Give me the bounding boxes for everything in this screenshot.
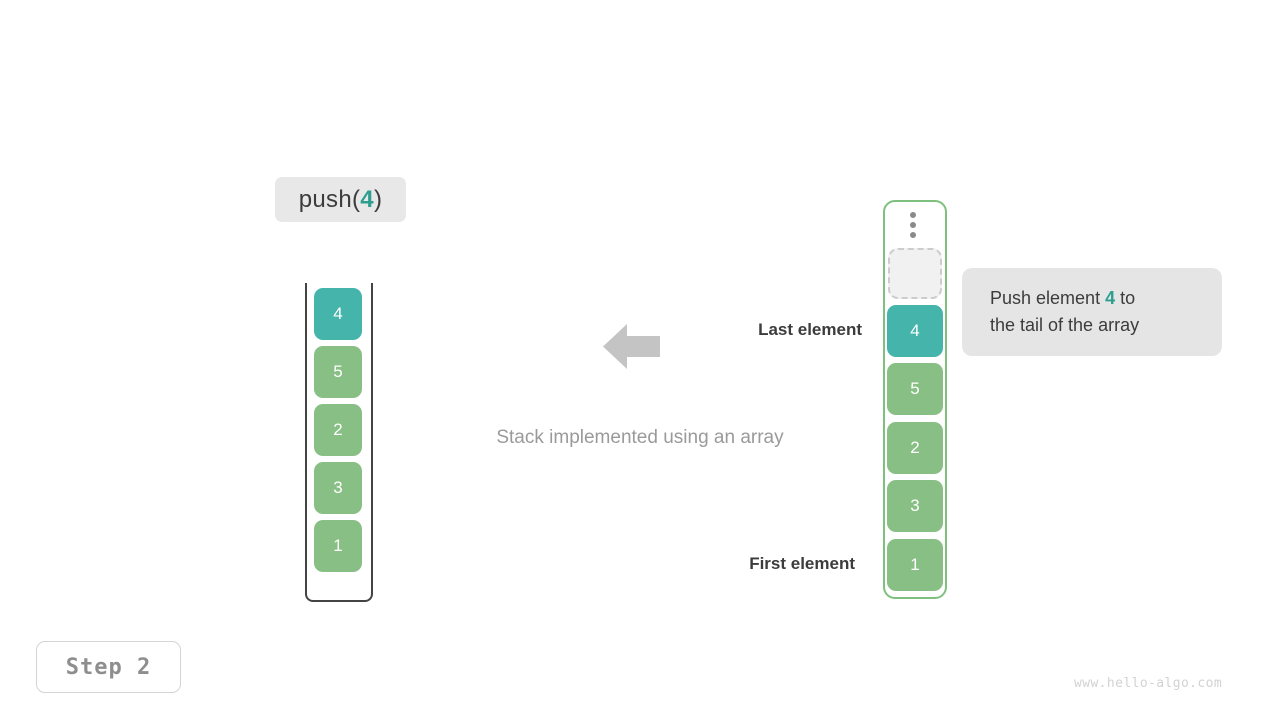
annotation-line1-before: Push element: [990, 288, 1106, 308]
stack-cell-list: 4 5 2 3 1: [305, 283, 373, 602]
last-element-label: Last element: [758, 320, 862, 339]
diagram-caption: Stack implemented using an array: [496, 427, 784, 448]
operation-label: push(4): [275, 177, 406, 222]
stack-container: [305, 283, 373, 602]
first-element-label: First element: [749, 554, 855, 573]
stack-cell: 2: [314, 404, 362, 456]
operation-value: 4: [360, 185, 374, 213]
array-cell: 3: [887, 480, 943, 532]
stack-cell: 3: [314, 462, 362, 514]
array-cell: 5: [887, 363, 943, 415]
ellipsis-dot: [910, 222, 916, 228]
operation-prefix: push(: [298, 185, 361, 213]
vertical-ellipsis-icon: [910, 212, 917, 238]
operation-suffix: ): [373, 185, 383, 213]
annotation-text: Push element 4 to the tail of the array: [962, 285, 1157, 339]
step-badge: Step 2: [36, 641, 181, 693]
array-cell: 4: [887, 305, 943, 357]
annotation-value: 4: [1105, 288, 1116, 308]
ellipsis-dot: [910, 232, 916, 238]
watermark: www.hello-algo.com: [1074, 676, 1223, 691]
annotation-line1-after: to: [1115, 288, 1136, 308]
array-cell: 1: [887, 539, 943, 591]
stack-cell: 5: [314, 346, 362, 398]
stack-cell: 4: [314, 288, 362, 340]
arrow-left-icon: [603, 324, 660, 369]
array-container: [883, 200, 947, 599]
ellipsis-dot: [910, 212, 916, 218]
annotation-callout: Push element 4 to the tail of the array: [962, 268, 1222, 356]
array-empty-slot: [888, 248, 942, 299]
annotation-line2: the tail of the array: [990, 315, 1140, 335]
stack-cell: 1: [314, 520, 362, 572]
array-cell: 2: [887, 422, 943, 474]
